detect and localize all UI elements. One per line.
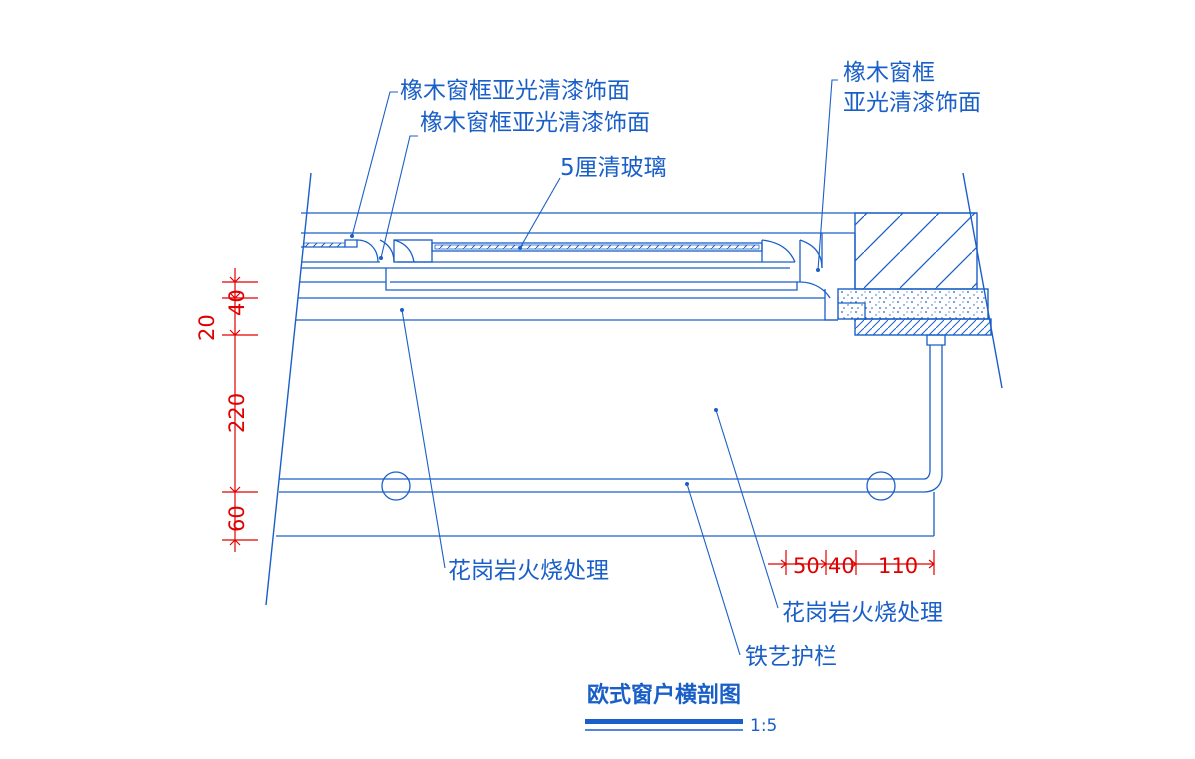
railing — [276, 334, 946, 537]
horizontal-dimension — [768, 550, 935, 575]
leader-dots — [350, 234, 820, 486]
dim-60: 60 — [225, 505, 249, 532]
label-frame-finish-right-line1: 橡木窗框 — [843, 60, 935, 86]
vertical-dimension — [222, 268, 258, 552]
drawing-title: 欧式窗户横剖图 — [587, 682, 741, 708]
wall-hatch — [837, 212, 992, 336]
label-granite-1: 花岗岩火烧处理 — [448, 558, 609, 584]
break-lines — [265, 172, 1003, 606]
dim-40-h: 40 — [828, 554, 855, 578]
drawing-scale: 1:5 — [750, 716, 777, 736]
label-railing: 铁艺护栏 — [745, 644, 837, 670]
label-frame-finish-1: 橡木窗框亚光清漆饰面 — [400, 78, 630, 104]
label-glass: 5厘清玻璃 — [560, 155, 667, 181]
leader-lines — [351, 79, 838, 656]
glass-pane — [303, 242, 760, 250]
dim-50: 50 — [793, 554, 820, 578]
window-frame — [296, 212, 977, 321]
title-underline-thick — [585, 719, 743, 724]
label-frame-finish-right-line2: 亚光清漆饰面 — [843, 90, 981, 116]
dim-110: 110 — [878, 554, 918, 578]
dim-20: 20 — [195, 314, 219, 341]
label-frame-finish-2: 橡木窗框亚光清漆饰面 — [420, 110, 650, 136]
dim-40: 40 — [225, 289, 249, 316]
dim-220: 220 — [225, 393, 249, 433]
label-granite-2: 花岗岩火烧处理 — [782, 600, 943, 626]
